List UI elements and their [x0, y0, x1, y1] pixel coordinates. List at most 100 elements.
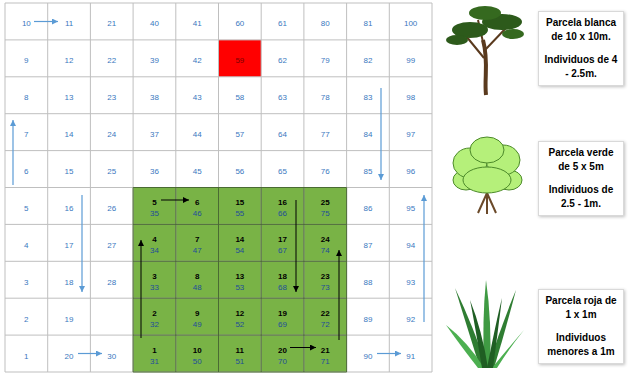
sample-number: 69 — [278, 320, 287, 329]
cell-number: 57 — [235, 130, 244, 139]
cell-number: 63 — [278, 93, 287, 102]
sample-number-cell: 66 — [278, 203, 287, 219]
sample-number: 67 — [278, 246, 287, 255]
individuals-text: Individuos de 4 - 2.5m. — [542, 53, 620, 81]
sample-number: 75 — [321, 209, 330, 218]
cell-number: 92 — [406, 315, 415, 324]
plot-number-cell: 18 — [278, 266, 287, 282]
cell-number: 27 — [107, 241, 116, 250]
cell-number: 40 — [150, 19, 159, 28]
cell-number: 45 — [193, 167, 202, 176]
plot-number: 13 — [235, 272, 244, 281]
cell-number: 98 — [406, 93, 415, 102]
legend-box: Parcela roja de 1 x 1mIndividuos menores… — [538, 289, 624, 364]
plot-number: 10 — [193, 346, 202, 355]
sample-number-cell: 67 — [278, 240, 287, 256]
cell-number-cell: 94 — [406, 235, 415, 251]
cell-number-cell: 26 — [107, 198, 116, 214]
cell-number: 61 — [278, 19, 287, 28]
cell-number-cell: 95 — [406, 198, 415, 214]
plot-number: 4 — [152, 235, 156, 244]
cell-number-cell: 57 — [235, 124, 244, 140]
sample-number-cell: 50 — [193, 351, 202, 367]
plot-number: 15 — [235, 198, 244, 207]
plot-number: 5 — [152, 198, 156, 207]
cell-number-cell: 18 — [65, 272, 74, 288]
cell-number: 82 — [363, 56, 372, 65]
cell-number-cell: 39 — [150, 50, 159, 66]
cell-number: 9 — [24, 56, 28, 65]
cell-number-cell: 86 — [363, 198, 372, 214]
cell-number: 23 — [107, 93, 116, 102]
sample-number: 73 — [321, 283, 330, 292]
cell-number-cell: 100 — [404, 13, 417, 29]
cell-number-cell: 65 — [278, 161, 287, 177]
plot-number-cell: 10 — [193, 340, 202, 356]
cell-number-cell: 45 — [193, 161, 202, 177]
cell-number-cell: 11 — [65, 13, 73, 29]
plot-number-cell: 23 — [321, 266, 330, 282]
cell-number: 22 — [107, 56, 116, 65]
cell-number: 37 — [150, 130, 159, 139]
cell-number: 93 — [406, 278, 415, 287]
cell-number-cell: 23 — [107, 87, 116, 103]
cell-number-cell: 85 — [363, 161, 372, 177]
individuals-text: Individuos de 2.5 - 1m. — [542, 183, 620, 211]
cell-number: 26 — [107, 204, 116, 213]
plot-number-cell: 24 — [321, 229, 330, 245]
cell-number-cell: 44 — [193, 124, 202, 140]
cell-number-cell: 60 — [235, 13, 244, 29]
sample-number: 34 — [150, 246, 159, 255]
sample-number: 33 — [150, 283, 159, 292]
plot-number-cell: 20 — [278, 340, 287, 356]
cell-number: 3 — [24, 278, 28, 287]
cell-number: 11 — [65, 19, 73, 28]
cell-number-cell: 82 — [363, 50, 372, 66]
green-grid-lines — [133, 188, 347, 373]
plot-number: 8 — [195, 272, 199, 281]
white-plot — [5, 3, 432, 372]
cell-number: 6 — [24, 167, 28, 176]
cell-number: 85 — [363, 167, 372, 176]
sample-number-cell: 51 — [235, 351, 244, 367]
cell-number-cell: 6 — [24, 161, 28, 177]
cell-number-cell: 84 — [363, 124, 372, 140]
tree-icon — [446, 6, 524, 95]
legend-box: Parcela blanca de 10 x 10m.Individuos de… — [538, 11, 624, 86]
plot-number-cell: 9 — [195, 303, 199, 319]
cell-number: 18 — [65, 278, 74, 287]
cell-number: 5 — [24, 204, 28, 213]
sample-number: 50 — [193, 357, 202, 366]
cell-number-cell: 4 — [24, 235, 28, 251]
sample-number: 74 — [321, 246, 330, 255]
cell-number: 25 — [107, 167, 116, 176]
cell-number-cell: 79 — [321, 50, 330, 66]
cell-number: 15 — [65, 167, 74, 176]
cell-number: 88 — [363, 278, 372, 287]
cell-number: 83 — [363, 93, 372, 102]
plot-number-cell: 12 — [235, 303, 244, 319]
plot-number-cell: 1 — [152, 340, 156, 356]
cell-number: 44 — [193, 130, 202, 139]
sample-number-cell: 55 — [235, 203, 244, 219]
plot-number: 1 — [152, 346, 156, 355]
plot-number: 2 — [152, 309, 156, 318]
cell-number: 30 — [107, 352, 116, 361]
cell-number: 19 — [65, 315, 74, 324]
cell-number-cell: 16 — [65, 198, 74, 214]
sample-number: 51 — [235, 357, 244, 366]
sample-number-cell: 68 — [278, 277, 287, 293]
cell-number: 24 — [107, 130, 116, 139]
cell-number-cell: 14 — [65, 124, 74, 140]
sample-number: 47 — [193, 246, 202, 255]
cell-number: 56 — [235, 167, 244, 176]
sample-number-cell: 72 — [321, 314, 330, 330]
cell-number-cell: 9 — [24, 50, 28, 66]
cell-number-cell: 38 — [150, 87, 159, 103]
sample-number: 32 — [150, 320, 159, 329]
cell-number-cell: 2 — [24, 309, 28, 325]
cell-number: 77 — [321, 130, 330, 139]
red-plot — [219, 40, 262, 77]
cell-number-cell: 1 — [24, 346, 28, 362]
cell-number-cell: 78 — [321, 87, 330, 103]
